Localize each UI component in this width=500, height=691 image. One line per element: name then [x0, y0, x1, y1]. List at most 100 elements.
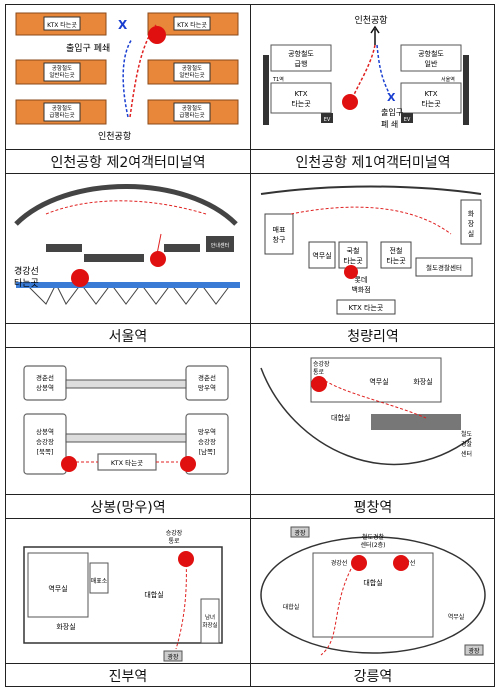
row-divider [6, 347, 494, 348]
diagram-incheon-t1: 인천공항 공항철도 급행 공항철도 일반 KTX 타는곳 KTX 타는곳 EV … [263, 15, 469, 129]
row-divider [6, 149, 494, 150]
label-ev: EV [324, 117, 331, 123]
diagram-jinbu: 역무실 매표소 대합실 화장실 남녀 화장실 승강장 통로 광장 [23, 529, 223, 662]
label-platform: 승강장 [313, 360, 330, 368]
row-divider [6, 663, 494, 664]
label-restroom: 화장실 [202, 621, 217, 629]
label-office: 역무실 [369, 377, 388, 386]
label-ktx: KTX 타는곳 [349, 303, 384, 312]
label-line: 망우역 [198, 383, 216, 392]
route-dashed [376, 44, 390, 94]
label-station: [북쪽] [36, 448, 53, 456]
label-line: 일반 [425, 59, 438, 68]
label-line: 공항철도 [52, 64, 72, 72]
label-line: 상봉역 [36, 383, 54, 392]
diagram-cheongnyangni: 매표 창구 역무실 국철 타는곳 전철 타는곳 롯데 백화점 철도경찰센터 KT… [260, 185, 482, 315]
label-line: 공항철도 [182, 64, 202, 72]
label-police: 경찰 [461, 440, 473, 448]
label-hall: 대합실 [283, 603, 300, 611]
label-station: [남쪽] [198, 447, 215, 456]
label-exit: 출입구 [381, 107, 403, 117]
caption-pyeongchang: 평창역 [353, 500, 393, 516]
caption-cheongnyangni: 청량리역 [347, 329, 399, 345]
location-marker [180, 456, 196, 472]
row-divider [6, 323, 494, 324]
label-station: 상봉역 [36, 427, 54, 436]
diagram-gangneung: 철도경찰 센터(2층) 경강선 경강선 대합실 대합실 역무실 광장 광장 [260, 526, 486, 656]
label-station: 승강장 [36, 437, 54, 446]
route-red [129, 24, 157, 118]
caption-seoul: 서울역 [108, 329, 148, 345]
label-line: 일반타는곳 [179, 71, 204, 79]
label-platform: 전철 [390, 246, 403, 255]
label-airport: 인천공항 [354, 15, 387, 26]
x-mark: X [118, 18, 128, 32]
location-marker [148, 26, 166, 44]
caption-incheon-t1: 인천공항 제1여객터미널역 [295, 155, 451, 171]
label-restroom: 화 [468, 210, 475, 218]
label-line: 경춘선 [36, 373, 54, 382]
location-marker [342, 94, 358, 110]
label-office: 역무실 [448, 613, 465, 621]
label-ktx: 타는곳 [291, 99, 311, 108]
label-platform: 통로 [313, 369, 325, 376]
row-divider [6, 494, 494, 495]
label-police: 센터 [461, 450, 472, 458]
label-lotte: 롯데 [355, 276, 368, 284]
label-ktx: KTX 타는곳 [177, 21, 207, 29]
x-mark: X [387, 91, 396, 104]
label-line: 급행 [295, 59, 308, 68]
location-marker [344, 265, 358, 279]
label-gyeonggang: 경강선 [14, 265, 39, 277]
label-platform: 타는곳 [343, 256, 363, 265]
label-police: 철도 [461, 430, 473, 438]
label-line: 공항철도 [52, 104, 72, 112]
location-marker [61, 456, 77, 472]
label-ktx: KTX 타는곳 [47, 21, 77, 29]
caption-gangneung: 강릉역 [353, 669, 393, 685]
label-restroom: 실 [468, 229, 474, 238]
label-ev: EV [404, 117, 411, 123]
caption-sangbong: 상봉(망우)역 [90, 500, 166, 516]
location-marker [393, 555, 409, 571]
diagram-pyeongchang: 역무실 화장실 대합실 철도 경찰 센터 승강장 통로 [260, 357, 473, 466]
label-ktx: KTX [294, 90, 307, 98]
label-restroom: 남녀 [205, 613, 215, 621]
label-line: 일반타는곳 [49, 71, 74, 79]
label-office: 역무실 [312, 251, 331, 260]
location-marker [150, 251, 166, 267]
diagram-incheon-t2: KTX 타는곳 KTX 타는곳 공항철도 일반타는곳 공항철도 일반타는곳 공항… [15, 12, 239, 142]
label-restroom: 화장실 [413, 377, 432, 386]
label-office: 역무실 [48, 584, 67, 593]
location-marker [71, 269, 89, 287]
label-plaza: 광장 [294, 529, 306, 537]
label-line: 경강선 [331, 559, 348, 567]
location-marker [178, 551, 194, 567]
label-t1: T1역 [272, 76, 284, 83]
label-police: 철도경찰 [362, 533, 385, 541]
label-line: 공항철도 [182, 104, 202, 112]
label-plaza: 광장 [468, 647, 480, 655]
column-divider [250, 5, 251, 686]
label-police: 센터(2층) [360, 541, 385, 549]
caption-jinbu: 진부역 [108, 669, 148, 685]
route-dashed [122, 38, 133, 118]
label-station: 망우역 [198, 427, 216, 436]
label-platform: 국철 [347, 246, 360, 255]
label-restroom: 장 [468, 219, 475, 228]
label-airport: 인천공항 [98, 131, 131, 142]
caption-incheon-t2: 인천공항 제2여객터미널역 [50, 155, 206, 171]
label-station: 승강장 [198, 437, 216, 446]
label-ticket: 매표 [273, 226, 286, 234]
row-divider [6, 518, 494, 519]
label-police: 철도경찰센터 [426, 263, 462, 272]
label-closed: 폐 쇄 [381, 119, 398, 129]
label-seoul: 서울역 [441, 76, 455, 83]
label-line: 급행타는곳 [49, 111, 74, 119]
label-lotte: 백화점 [351, 285, 370, 294]
label-platform: 타는곳 [14, 278, 39, 289]
label-info: 안내센터 [211, 242, 229, 249]
label-ticket: 매표소 [91, 577, 108, 585]
label-restroom: 화장실 [56, 622, 75, 631]
label-hall: 대합실 [363, 578, 382, 587]
